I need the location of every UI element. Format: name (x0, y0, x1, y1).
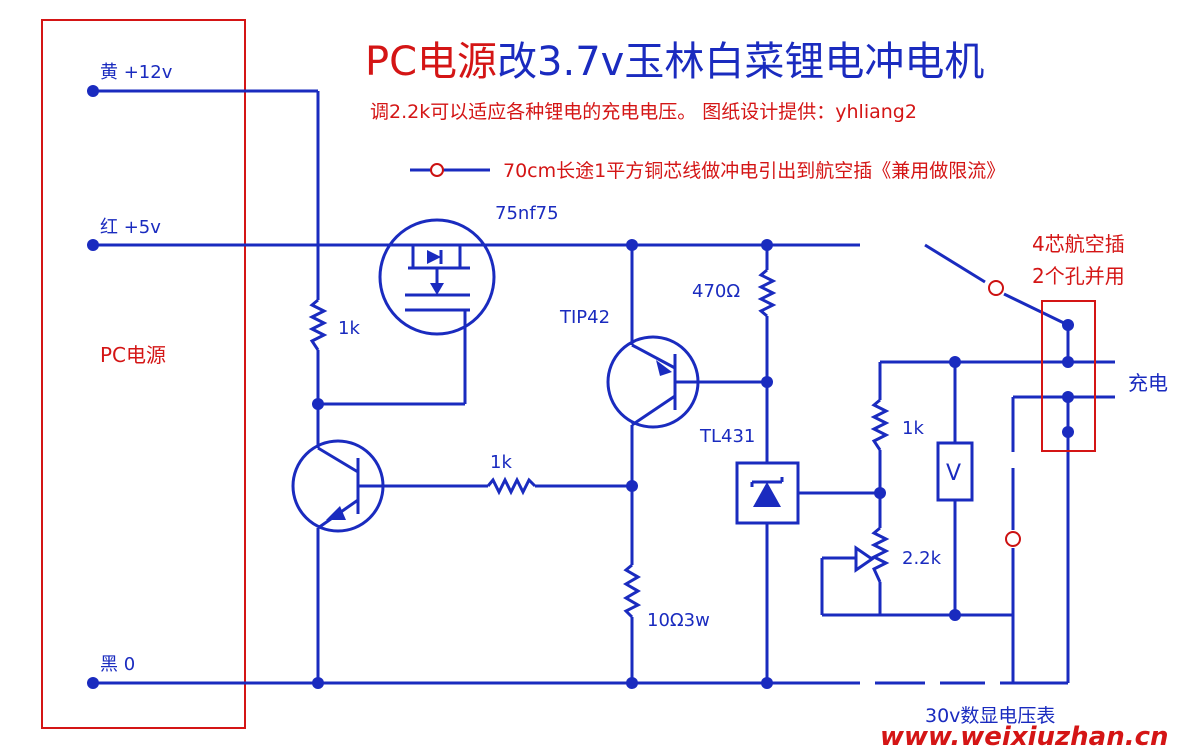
resistor-470 (757, 268, 777, 318)
legend-symbol (410, 163, 490, 177)
ring-marker-top (988, 280, 1004, 296)
mosfet-75nf75 (378, 218, 496, 336)
voltmeter: V (936, 441, 974, 502)
resistor-10-3w (623, 563, 642, 619)
potentiometer-2k2-label: 2.2k (902, 548, 942, 569)
pnp-label: TIP42 (559, 307, 610, 328)
legend-note: 70cm长途1平方铜芯线做冲电引出到航空插《兼用做限流》 (503, 160, 1005, 182)
pnp-transistor-tip42 (606, 335, 700, 429)
watermark: www.weixiuzhan.cn (880, 722, 1169, 748)
connector-label-line1: 4芯航空插 (1032, 232, 1125, 256)
tl431-label: TL431 (699, 426, 755, 447)
title: PC电源改3.7v玉林白菜锂电冲电机 (365, 39, 984, 85)
resistor-1k-right-label: 1k (902, 418, 924, 439)
npn-transistor (291, 439, 385, 533)
voltmeter-symbol: V (946, 461, 961, 486)
wires (93, 89, 1115, 685)
ring-marker-bottom (1005, 531, 1021, 547)
psu-black-label: 黑 0 (100, 654, 135, 675)
tl431-regulator (735, 461, 800, 525)
psu-yellow-label: 黄 +12v (100, 62, 173, 83)
subtitle: 调2.2k可以适应各种锂电的充电电压。 图纸设计提供：yhliang2 (370, 101, 917, 123)
potentiometer-2k2 (854, 526, 890, 583)
resistor-470-label: 470Ω (692, 281, 740, 302)
psu-box (41, 19, 246, 729)
aviation-connector (1041, 300, 1096, 452)
resistor-1k-left (308, 298, 328, 351)
resistor-1k-left-label: 1k (338, 318, 360, 339)
voltmeter-label: 30v数显电压表 (925, 705, 1055, 727)
psu-label: PC电源 (100, 343, 166, 367)
output-label: 充电 (1128, 371, 1168, 395)
resistor-1k-base (486, 476, 537, 496)
title-part1: PC电源 (365, 39, 497, 85)
psu-red-label: 红 +5v (100, 217, 161, 238)
resistor-1k-base-label: 1k (490, 452, 512, 473)
junction-dots (87, 85, 1074, 689)
title-part2: 改3.7v玉林白菜锂电冲电机 (497, 39, 984, 85)
connector-label-line2: 2个孔并用 (1032, 264, 1125, 288)
resistor-10-3w-label: 10Ω3w (647, 610, 710, 631)
mosfet-label: 75nf75 (495, 203, 559, 224)
resistor-1k-right (870, 398, 890, 451)
